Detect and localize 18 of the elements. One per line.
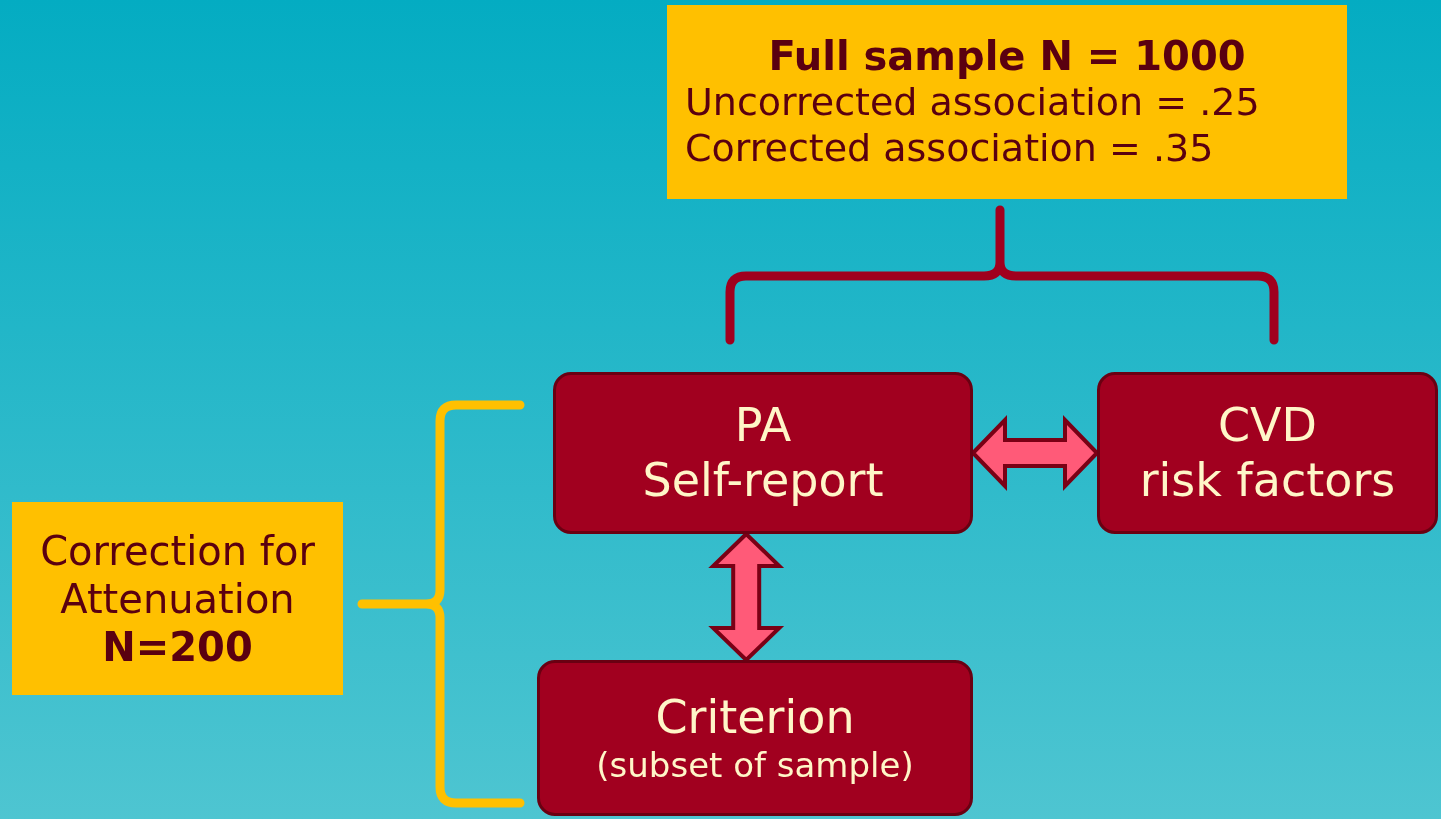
node-title: Full sample N = 1000 xyxy=(768,32,1246,81)
info-box xyxy=(667,5,1347,199)
node-title: Correction for Attenuation xyxy=(39,526,316,623)
node-text: risk factors xyxy=(1139,453,1396,509)
node-text: Corrected association = .35 xyxy=(684,126,1214,172)
node-text: N=200 xyxy=(102,622,253,671)
double-arrow xyxy=(708,531,785,663)
double-arrow xyxy=(970,415,1100,491)
process-box xyxy=(537,660,973,816)
node-title: CVD xyxy=(1218,397,1317,453)
note-box xyxy=(12,502,343,695)
node-title: PA xyxy=(734,397,792,453)
node-text: Self-report xyxy=(642,453,884,509)
process-box xyxy=(1097,372,1438,534)
node-title: Criterion xyxy=(655,690,855,746)
process-box xyxy=(553,372,973,534)
node-text: Uncorrected association = .25 xyxy=(684,80,1260,126)
node-text: (subset of sample) xyxy=(596,745,914,786)
